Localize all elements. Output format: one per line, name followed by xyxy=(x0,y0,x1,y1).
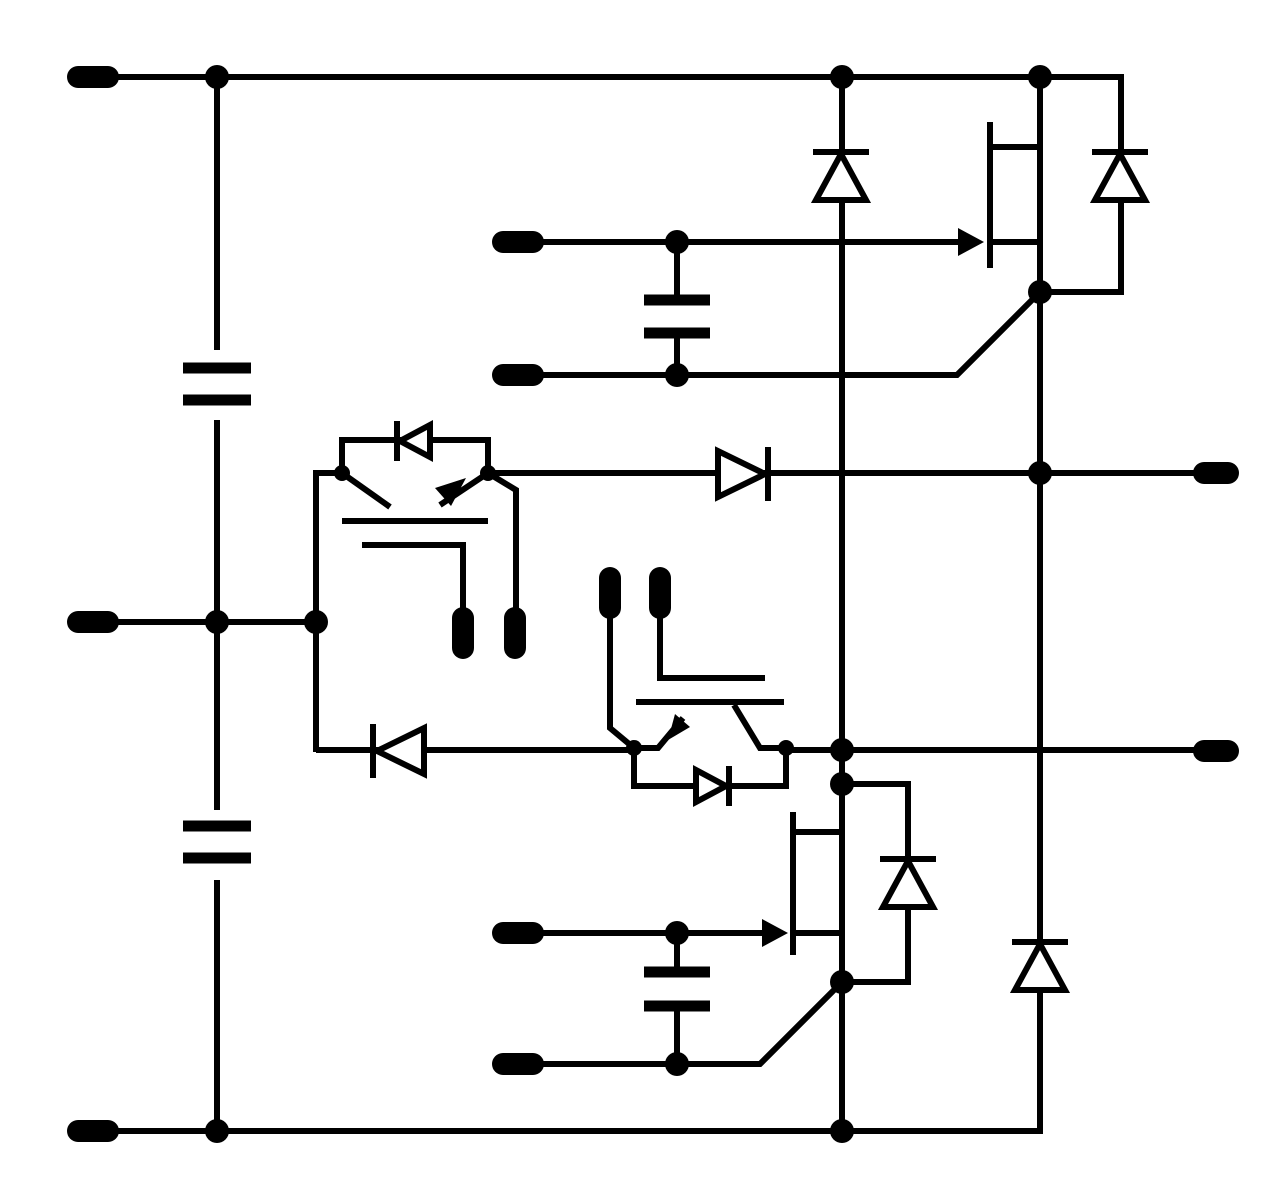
output-diode-lower xyxy=(370,723,427,779)
diodes xyxy=(370,147,1151,993)
upper-igbt-emitter-arrow xyxy=(435,478,466,506)
upper-mosfet-body-diode xyxy=(1089,147,1151,203)
upper-mosfet-kelvin xyxy=(520,289,1043,378)
upper-gate-capacitor xyxy=(644,294,710,339)
junction xyxy=(304,610,328,634)
junction xyxy=(830,1119,854,1143)
transistor-arrows xyxy=(435,228,984,947)
junction xyxy=(830,970,854,994)
lower-igbt-antiparallel-diode xyxy=(693,765,733,807)
upper-igbt-frame xyxy=(313,437,519,752)
lower-gate-capacitor xyxy=(644,966,710,1012)
junction xyxy=(665,1052,689,1076)
lower-mosfet-body-diode xyxy=(877,854,939,910)
top-rail xyxy=(110,74,1124,295)
junction xyxy=(205,610,229,634)
lower-igbt-emitter-arrow xyxy=(668,714,690,740)
lower-mosfet-gate-arrow xyxy=(762,919,788,947)
junction-small xyxy=(334,465,350,481)
junction xyxy=(830,772,854,796)
output-diode-upper xyxy=(715,446,772,502)
upper-clamp-diode xyxy=(810,147,872,203)
junction xyxy=(205,65,229,89)
terminals xyxy=(67,66,1239,1142)
junction xyxy=(205,1119,229,1143)
lower-clamp-diode xyxy=(1009,937,1071,993)
junction xyxy=(665,230,689,254)
lower-igbt-gate-lead xyxy=(657,580,765,681)
upper-mosfet-gate-arrow xyxy=(958,228,984,256)
capacitors xyxy=(183,294,710,1012)
junctions xyxy=(205,65,1052,1143)
dc-link-capacitor-lower xyxy=(183,810,251,880)
lower-mosfet-kelvin xyxy=(520,979,845,1067)
upper-igbt-gate-lead xyxy=(362,542,466,630)
bottom-rail xyxy=(110,978,1043,1134)
junction xyxy=(1028,280,1052,304)
junction xyxy=(665,363,689,387)
junction xyxy=(665,921,689,945)
junction xyxy=(830,738,854,762)
upper-igbt-antiparallel-diode xyxy=(393,420,433,462)
junction xyxy=(830,65,854,89)
junction-small xyxy=(778,740,794,756)
junction-small xyxy=(626,740,642,756)
junction xyxy=(1028,461,1052,485)
junction xyxy=(1028,65,1052,89)
dc-link-capacitor-upper xyxy=(183,350,251,420)
junction-small xyxy=(480,465,496,481)
